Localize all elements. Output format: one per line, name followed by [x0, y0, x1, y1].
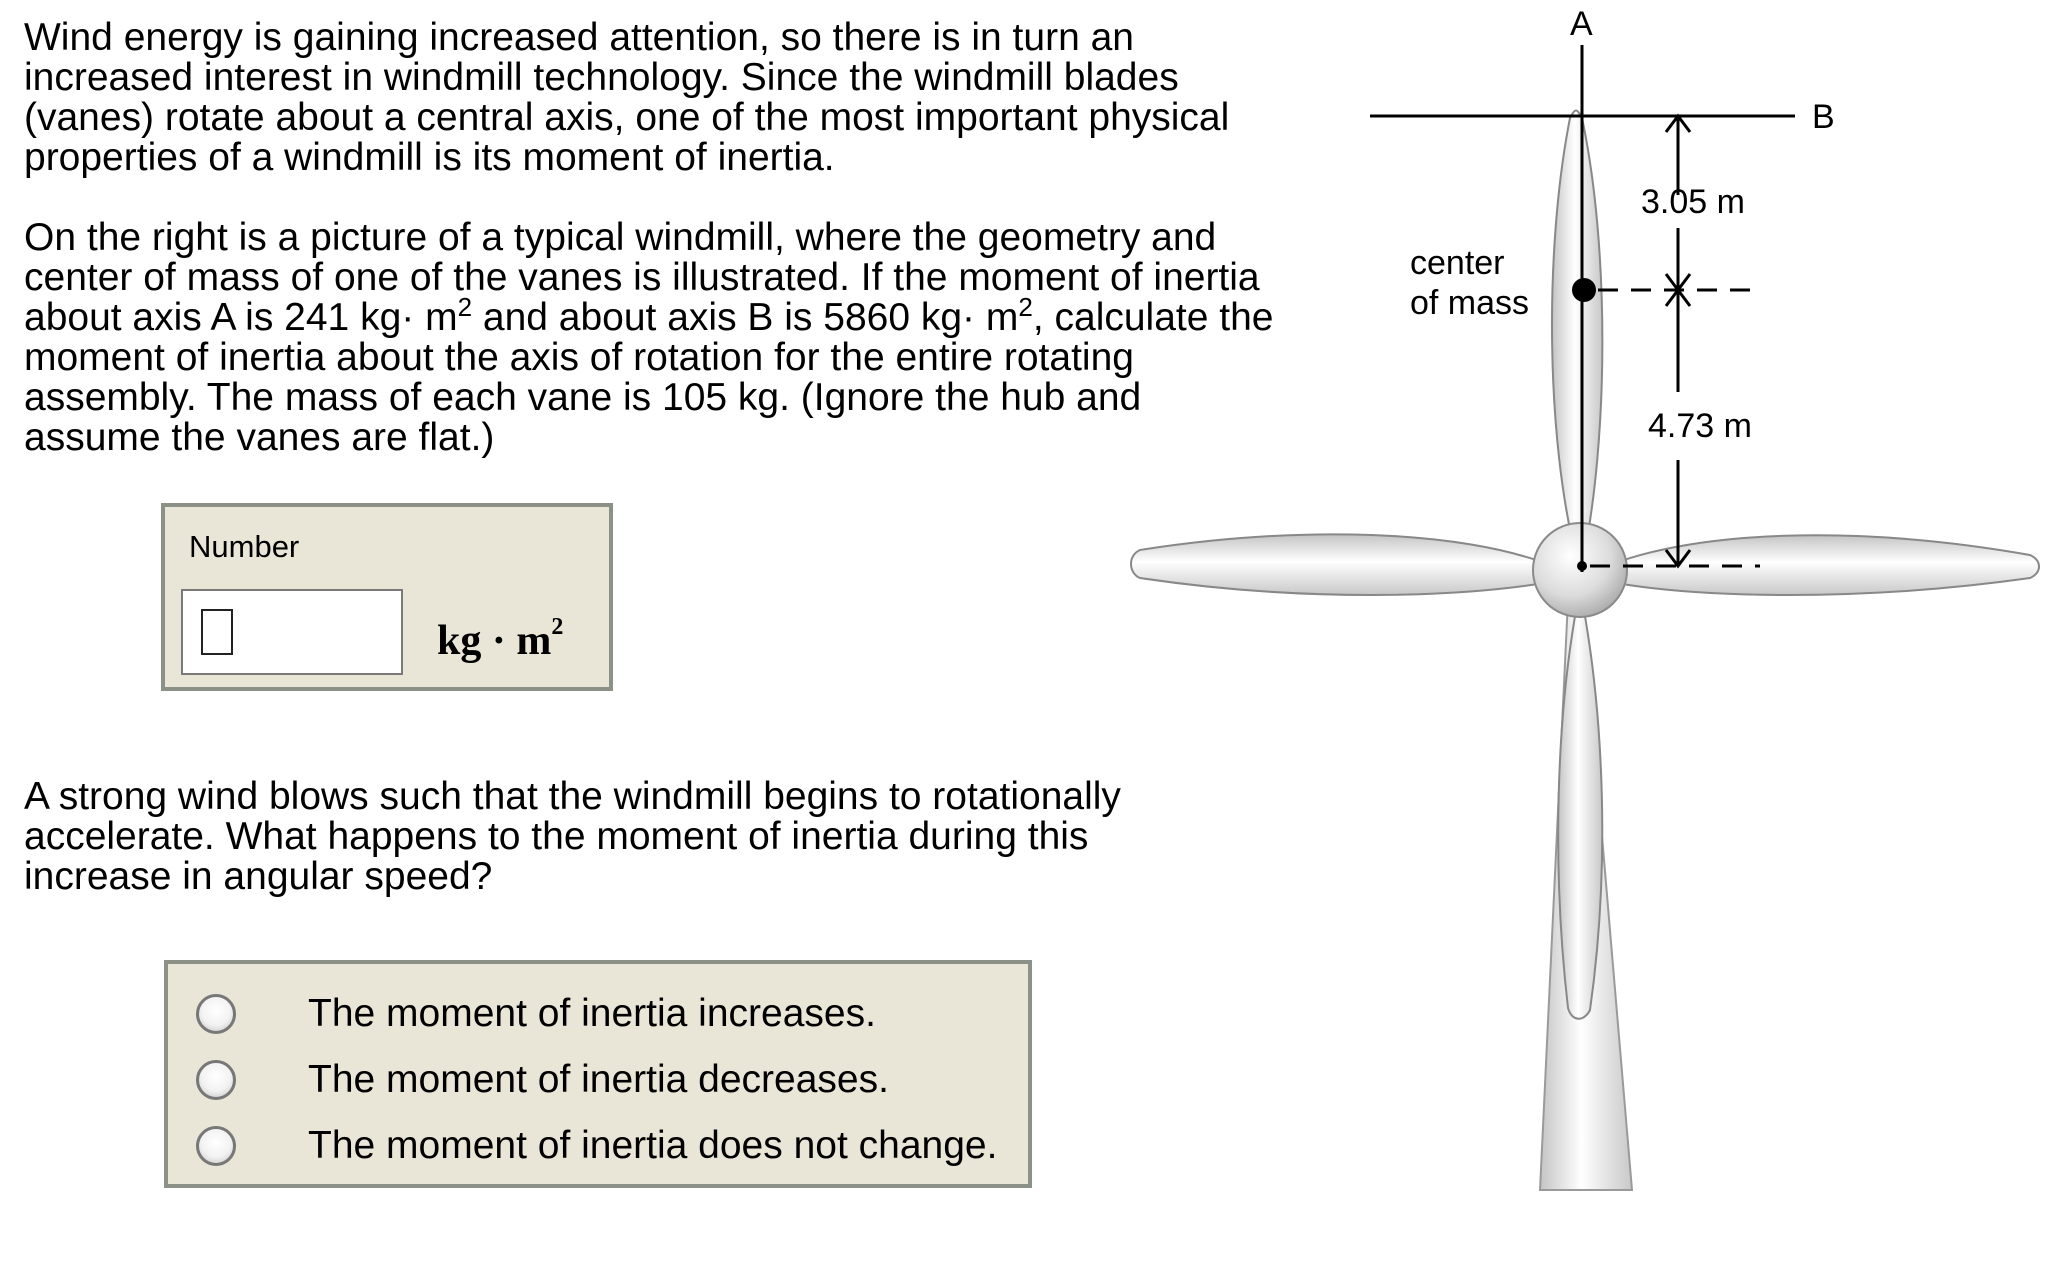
- answer-unit: kg · m2: [437, 614, 564, 665]
- axis-a-label: A: [1570, 5, 1593, 43]
- problem-text-part3: , calculate the moment of inertia about …: [24, 296, 1274, 459]
- followup-paragraph: A strong wind blows such that the windmi…: [24, 775, 1121, 898]
- rotation-axis-dot: [1577, 561, 1587, 571]
- vane-left: [1130, 533, 1551, 596]
- unit-exponent: 2: [551, 614, 564, 640]
- dimension-label-bottom: 4.73 m: [1648, 407, 1752, 445]
- problem-text-part1: On the right is a picture of a typical w…: [24, 216, 1260, 339]
- choice-label: The moment of inertia decreases.: [308, 1058, 889, 1101]
- radio-button[interactable]: [196, 1126, 236, 1166]
- windmill-diagram: A B 3.05 m 4.73 m center of mass: [1130, 5, 2040, 1191]
- choice-option[interactable]: The moment of inertia does not change.: [188, 1116, 1018, 1176]
- center-of-mass-label: center: [1410, 244, 1505, 282]
- intro-paragraph: Wind energy is gaining increased attenti…: [24, 16, 1230, 179]
- choice-option[interactable]: The moment of inertia decreases.: [188, 1050, 1018, 1110]
- multiple-choice-panel: The moment of inertia increases. The mom…: [164, 960, 1032, 1188]
- vane-bottom: [1557, 604, 1604, 1020]
- text-cursor-box: [201, 609, 233, 655]
- center-of-mass-dot: [1572, 278, 1596, 302]
- arrowhead: [1664, 549, 1692, 569]
- answer-input[interactable]: [181, 589, 403, 675]
- arrowhead: [1664, 113, 1692, 133]
- choice-option[interactable]: The moment of inertia increases.: [188, 984, 1018, 1044]
- answer-label: Number: [189, 529, 300, 564]
- arrowhead: [1664, 287, 1692, 307]
- superscript-exponent: 2: [1018, 292, 1033, 322]
- center-of-mass-label: of mass: [1410, 284, 1529, 322]
- radio-button[interactable]: [196, 1060, 236, 1100]
- problem-text-part2: and about axis B is 5860 kg· m: [472, 296, 1019, 339]
- vane-top: [1550, 109, 1604, 561]
- radio-button[interactable]: [196, 994, 236, 1034]
- choice-label: The moment of inertia does not change.: [308, 1124, 998, 1167]
- choice-label: The moment of inertia increases.: [308, 992, 876, 1035]
- problem-paragraph: On the right is a picture of a typical w…: [24, 218, 1354, 458]
- unit-text: kg · m: [437, 618, 552, 664]
- vane-right: [1609, 534, 2040, 596]
- superscript-exponent: 2: [457, 292, 473, 322]
- axis-b-label: B: [1812, 98, 1835, 136]
- dimension-label-top: 3.05 m: [1641, 183, 1745, 221]
- numeric-answer-panel: Number kg · m2: [161, 503, 613, 691]
